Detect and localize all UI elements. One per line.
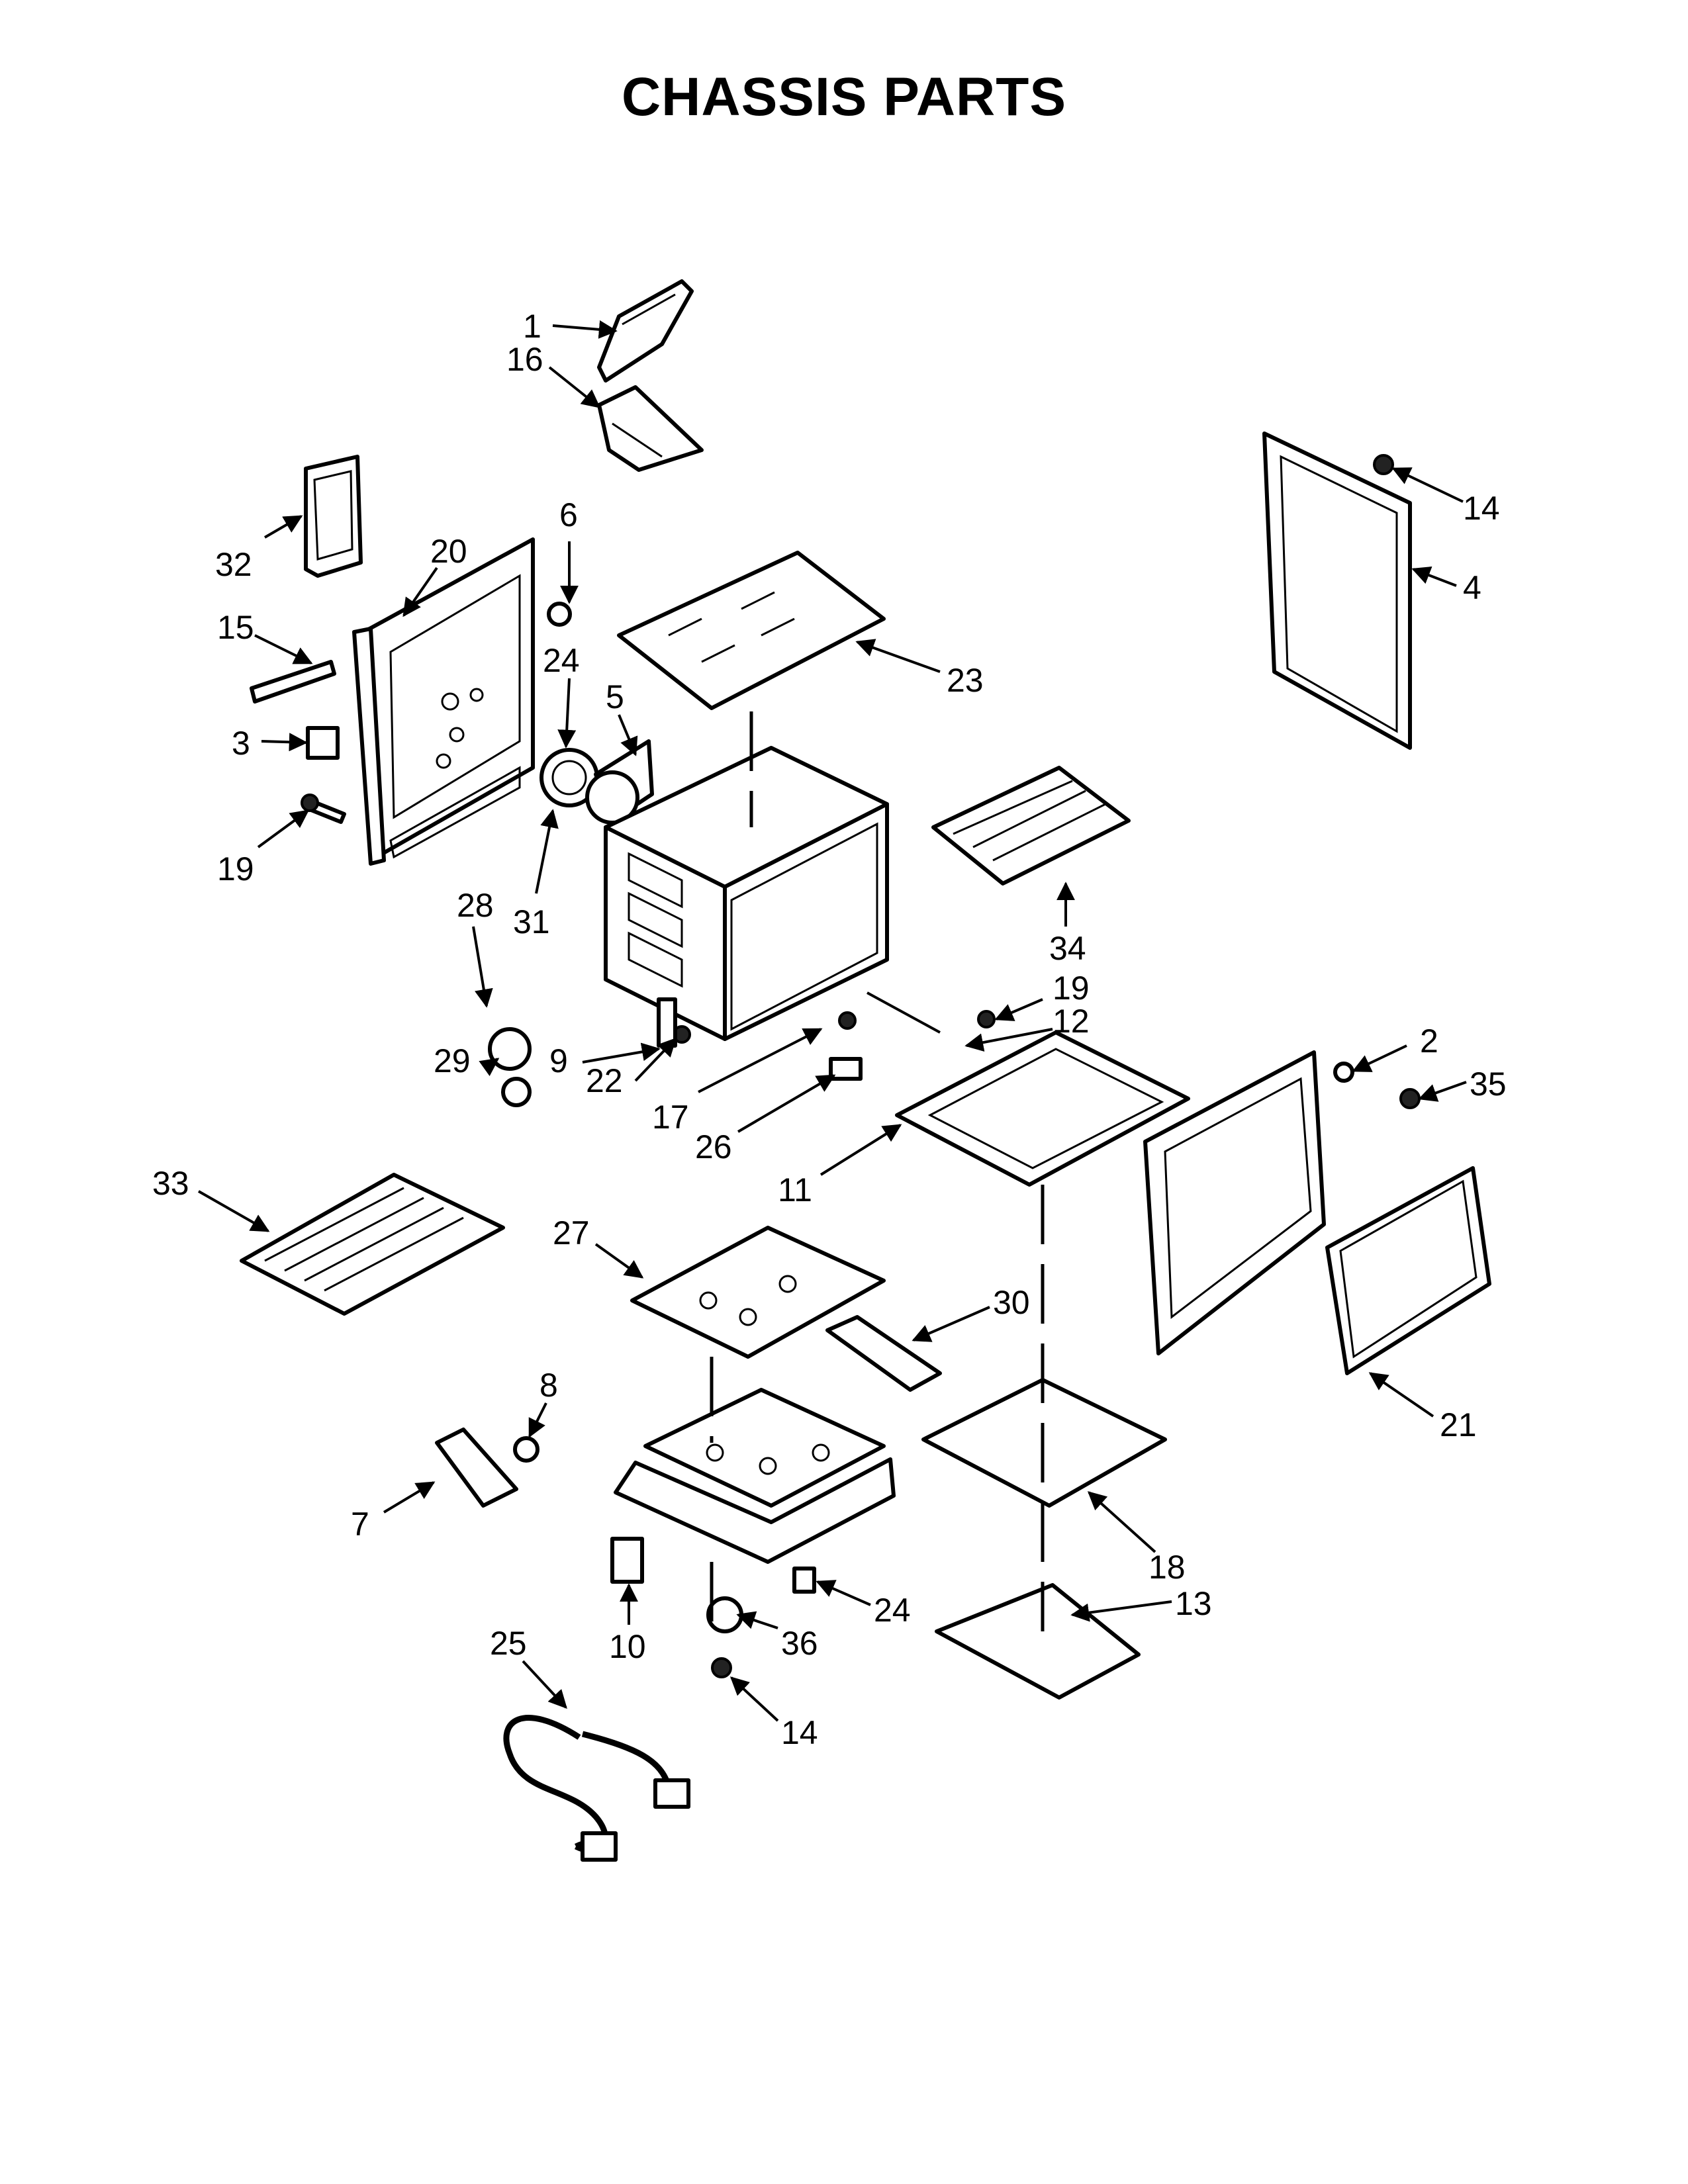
callout-28: 28 [457,887,494,924]
part-32-bracket [304,455,363,578]
callout-24-bottom: 24 [874,1592,911,1629]
callout-15: 15 [217,609,254,646]
callout-4: 4 [1463,569,1481,606]
callout-25: 25 [490,1625,527,1662]
alignment-lines [710,711,1045,1631]
leader-lines [198,320,1467,1722]
callout-34: 34 [1049,930,1086,967]
callout-7: 7 [351,1506,369,1543]
callout-22: 22 [586,1062,623,1099]
callout-35: 35 [1470,1066,1507,1103]
part-21-gasket [1325,1166,1491,1375]
part-25-power-cord [503,1715,690,1862]
callout-9: 9 [549,1042,568,1079]
part-6-fitting [547,602,572,627]
part-20-rear-panel [352,537,535,866]
part-5-fan-housing [585,739,654,825]
callout-10: 10 [609,1628,646,1665]
callout-27: 27 [553,1214,590,1251]
part-10-leveler [610,1537,644,1584]
part-1-vent [597,279,694,383]
part-9-bracket [657,997,677,1048]
part-16-duct [597,385,704,472]
part-7-bracket [435,1428,518,1508]
callout-11: 11 [778,1171,812,1208]
callout-8: 8 [539,1367,558,1404]
callout-36: 36 [781,1625,818,1662]
callout-3: 3 [232,725,250,762]
callout-12: 12 [1053,1003,1090,1040]
callout-18: 18 [1149,1549,1186,1586]
oven-cavity [604,746,889,1041]
part-34-rack [931,766,1131,886]
callout-13: 13 [1175,1585,1212,1622]
callout-20: 20 [430,533,467,570]
part-24-clip [792,1567,816,1594]
callout-14-bottom: 14 [781,1714,818,1751]
part-27-pan-top [630,1226,886,1359]
callout-19-right: 19 [1053,970,1090,1007]
callout-19-left: 19 [217,850,254,887]
part-8-fitting [513,1436,539,1463]
callout-6: 6 [559,496,578,533]
callout-24-top: 24 [543,642,580,679]
part-12-rod [867,991,996,1034]
callout-31: 31 [513,903,550,940]
callout-1: 1 [523,308,541,345]
callout-16: 16 [506,341,543,378]
callout-30: 30 [993,1284,1030,1321]
part-13-tray [935,1583,1141,1700]
side-panel [1143,1050,1326,1355]
part-35-screw [1399,1088,1421,1109]
callout-labels: 1 16 14 4 32 6 20 15 24 23 5 3 19 31 28 … [152,308,1507,1751]
part-4-door-panel [1262,432,1412,750]
part-14-screw-lower [711,1657,732,1678]
part-11-frame [895,1030,1190,1187]
page-title: CHASSIS PARTS [621,67,1067,127]
part-14-screw [1373,454,1394,475]
callout-23: 23 [947,662,984,699]
part-23-top-plate [617,551,886,710]
broil-pan-base [614,1388,896,1564]
part-17-screw [838,1011,857,1030]
part-33-rack [240,1173,505,1316]
part-15-rail [250,660,336,704]
callout-32: 32 [215,546,252,583]
part-3-clip [306,726,340,760]
part-26-clip [829,1057,863,1081]
callout-33: 33 [152,1165,189,1202]
callout-17: 17 [652,1099,689,1136]
part-19-screw [301,794,346,824]
callout-2: 2 [1420,1023,1438,1060]
callout-26: 26 [695,1128,732,1165]
part-29-knob [488,1027,532,1107]
callout-14-top: 14 [1463,490,1500,527]
part-30-element [825,1315,942,1392]
callout-29: 29 [434,1042,471,1079]
callout-5: 5 [606,678,624,715]
callout-21: 21 [1440,1406,1477,1443]
part-2-spacer [1333,1062,1354,1083]
